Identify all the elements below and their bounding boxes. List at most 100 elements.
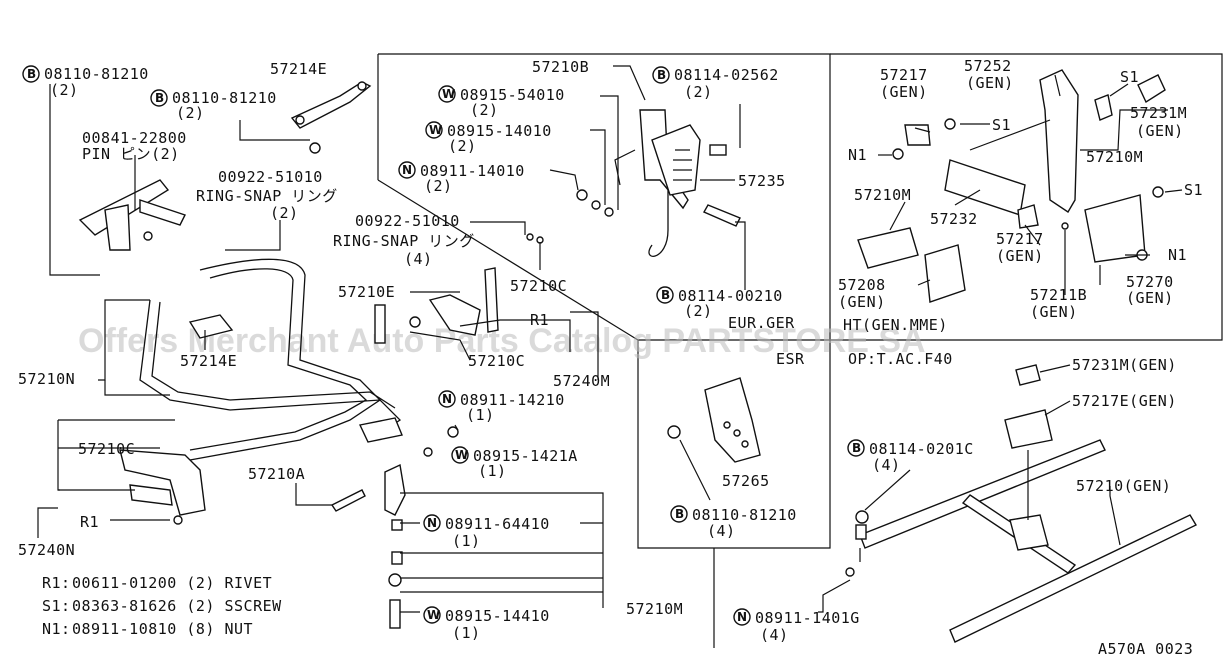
p25-qty: (1) <box>478 462 507 480</box>
right-bottom-drawing <box>845 364 1197 643</box>
p42-code: 57217 <box>996 230 1044 248</box>
p28-qty: (1) <box>452 624 481 642</box>
center-lower-leaders <box>295 221 604 613</box>
p7-code: 57210N <box>18 370 75 388</box>
p24-qty: (1) <box>466 406 495 424</box>
p12-symbol: B <box>657 68 666 82</box>
p3-code: 08110-81210 <box>172 89 277 107</box>
p25-symbol: W <box>455 448 468 462</box>
right-top-drawing <box>857 69 1166 303</box>
p50-code: 57210(GEN) <box>1076 477 1171 495</box>
p3-symbol: B <box>155 91 164 105</box>
bolt-symbol-icon <box>652 66 670 84</box>
p6-code: 57214E <box>180 352 237 370</box>
p10-code: 57240N <box>18 541 75 559</box>
p35-code: 57231M <box>1130 104 1187 122</box>
legend-s1-code: S1: <box>42 597 71 615</box>
esr-plate-drawing <box>667 377 761 501</box>
p31-qty: (4) <box>707 522 736 540</box>
p18-code: 57210C <box>510 277 567 295</box>
p46-code: 57270 <box>1126 273 1174 291</box>
p1-code: 08110-81210 <box>44 65 149 83</box>
p3-qty: (2) <box>176 104 205 122</box>
p13-code: 08915-54010 <box>460 86 565 104</box>
washer-symbol-icon <box>423 606 441 624</box>
p4-name: PIN ピン(2) <box>82 145 180 163</box>
p39-code: 57210M <box>854 186 911 204</box>
p27-code: 08911-64410 <box>445 515 550 533</box>
bolt-symbol-icon <box>847 439 865 457</box>
p42-name: (GEN) <box>996 247 1044 265</box>
p9-code: R1 <box>80 513 99 531</box>
washer-symbol-icon <box>451 446 469 464</box>
p51-symbol: N <box>737 610 747 624</box>
p12-code: 08114-02562 <box>674 66 779 84</box>
legend-n1-code: N1: <box>42 620 71 638</box>
p44-name: (GEN) <box>838 293 886 311</box>
p28-symbol: W <box>427 608 440 622</box>
p40-code: 57232 <box>930 210 978 228</box>
p41-code: S1 <box>1184 181 1203 199</box>
p37-code: N1 <box>848 146 867 164</box>
p27-qty: (1) <box>452 532 481 550</box>
nut-symbol-icon <box>398 161 416 179</box>
p17-qty: (4) <box>404 250 433 268</box>
p32-name: (GEN) <box>880 83 928 101</box>
right-bottom-leaders <box>818 364 1121 613</box>
region-op: OP:T.AC.F40 <box>848 350 953 368</box>
legend-n1-text: 08911-10810 (8) NUT <box>72 620 253 638</box>
p28-code: 08915-14410 <box>445 607 550 625</box>
bolt-symbol-icon <box>670 505 688 523</box>
p15-qty: (2) <box>424 177 453 195</box>
p21-code: 57210C <box>468 352 525 370</box>
p5-code: 00922-51010 <box>218 168 323 186</box>
p32-code: 57217 <box>880 66 928 84</box>
p8-code: 57210C <box>78 440 135 458</box>
p4-code: 00841-22800 <box>82 129 187 147</box>
region-ht: HT(GEN.MME) <box>843 316 948 334</box>
p49-code: 08114-0201C <box>869 440 974 458</box>
p27-symbol: N <box>427 516 437 530</box>
p5-qty: (2) <box>270 204 299 222</box>
top-center-drawing <box>576 109 741 257</box>
p30-code: 57265 <box>722 472 770 490</box>
p12-qty: (2) <box>684 83 713 101</box>
p20-code: R1 <box>530 311 549 329</box>
p46-name: (GEN) <box>1126 289 1174 307</box>
p15-code: 08911-14010 <box>420 162 525 180</box>
p13-qty: (2) <box>470 101 499 119</box>
bolt-symbol-icon <box>150 89 168 107</box>
washer-symbol-icon <box>425 121 443 139</box>
legend: R1: 00611-01200 (2) RIVET S1: 08363-8162… <box>42 574 282 638</box>
top-center-leaders <box>549 65 746 290</box>
p17-name: RING-SNAP リング <box>333 232 475 250</box>
bolt-symbol-icon <box>656 286 674 304</box>
left-assembly-drawing <box>78 81 403 525</box>
p44-code: 57208 <box>838 276 886 294</box>
bolt-symbol-icon <box>22 65 40 83</box>
p36-code: S1 <box>992 116 1011 134</box>
nut-symbol-icon <box>733 608 751 626</box>
p49-symbol: B <box>852 441 861 455</box>
legend-r1-text: 00611-01200 (2) RIVET <box>72 574 272 592</box>
p15-symbol: N <box>402 163 412 177</box>
section-frames <box>377 53 1223 648</box>
p25-code: 08915-1421A <box>473 447 578 465</box>
nut-symbol-icon <box>423 514 441 532</box>
p49-qty: (4) <box>872 456 901 474</box>
legend-r1-code: R1: <box>42 574 71 592</box>
p45-code: 57211B <box>1030 286 1087 304</box>
p14-code: 08915-14010 <box>447 122 552 140</box>
p11-code: 57210B <box>532 58 589 76</box>
p2-code: 57214E <box>270 60 327 78</box>
p19-code: 57210E <box>338 283 395 301</box>
nut-symbol-icon <box>438 390 456 408</box>
p31-symbol: B <box>675 507 684 521</box>
p23-qty: (2) <box>684 302 713 320</box>
p48-code: 57217E(GEN) <box>1072 392 1177 410</box>
legend-s1-text: 08363-81626 (2) SSCREW <box>72 597 282 615</box>
p14-symbol: W <box>429 123 442 137</box>
p1-qty: (2) <box>50 81 79 99</box>
left-leader-lines <box>37 84 310 538</box>
region-eur-ger: EUR.GER <box>728 314 795 332</box>
